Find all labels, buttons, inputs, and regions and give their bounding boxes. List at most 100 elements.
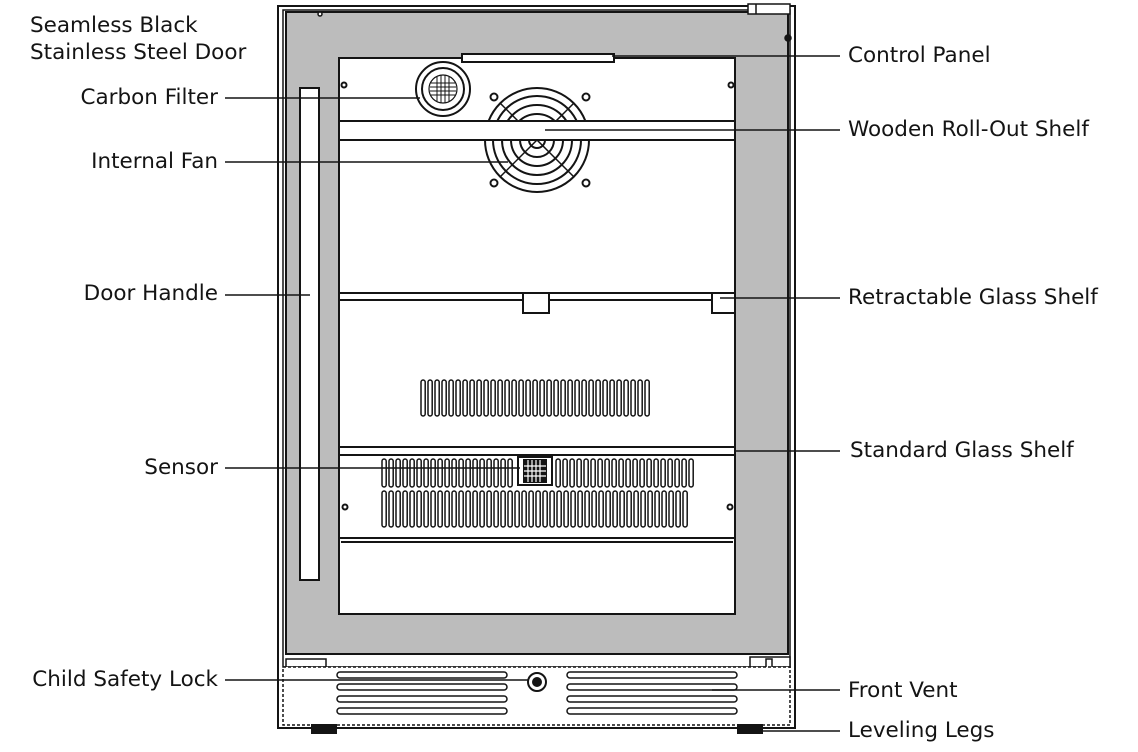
callout-internal-fan-text: Internal Fan bbox=[91, 149, 218, 174]
rear-vent-slot bbox=[668, 490, 674, 528]
rear-vent-slot bbox=[595, 379, 601, 417]
callout-retractable-shelf-text: Retractable Glass Shelf bbox=[848, 285, 1098, 310]
rear-vent-slot bbox=[570, 490, 576, 528]
rear-vent-slot bbox=[640, 490, 646, 528]
rear-vent-slot bbox=[626, 490, 632, 528]
leveling-leg-right bbox=[737, 724, 763, 734]
rear-vent-slot bbox=[625, 458, 631, 488]
callout-sensor-text: Sensor bbox=[144, 455, 218, 480]
callout-front-vent-text: Front Vent bbox=[848, 678, 958, 703]
rear-vent-slot bbox=[605, 490, 611, 528]
rear-vent-slot bbox=[681, 458, 687, 488]
rear-vent-slot bbox=[423, 458, 429, 488]
rear-vent-slot bbox=[560, 379, 566, 417]
rear-vent-slot bbox=[549, 490, 555, 528]
callout-door-line2: Stainless Steel Door bbox=[30, 40, 247, 65]
rear-vent-slot bbox=[420, 379, 426, 417]
rear-vent-slot bbox=[602, 379, 608, 417]
rear-vent-slot bbox=[660, 458, 666, 488]
front-vent-slot bbox=[336, 683, 508, 691]
rear-vent-slot bbox=[472, 490, 478, 528]
rear-vent-slots bbox=[381, 379, 694, 528]
callout-door: Seamless Black Stainless Steel Door bbox=[30, 12, 246, 66]
leader-lines bbox=[225, 55, 840, 732]
rear-vent-slot bbox=[583, 458, 589, 488]
rear-vent-slot bbox=[532, 379, 538, 417]
top-hinge bbox=[317, 3, 792, 42]
rear-vent-slot bbox=[611, 458, 617, 488]
front-vent-slot bbox=[336, 671, 508, 679]
rear-vent-slot bbox=[597, 458, 603, 488]
rear-vent-slot bbox=[500, 490, 506, 528]
rear-vent-slot bbox=[465, 490, 471, 528]
rear-vent-slot bbox=[395, 490, 401, 528]
rear-vent-slot bbox=[507, 490, 513, 528]
rear-vent-slot bbox=[535, 490, 541, 528]
callout-internal-fan: Internal Fan bbox=[91, 148, 218, 175]
rear-vent-slot bbox=[682, 490, 688, 528]
rear-vent-slot bbox=[402, 490, 408, 528]
callout-child-safety-lock-text: Child Safety Lock bbox=[32, 667, 218, 692]
rear-vent-slot bbox=[500, 458, 506, 488]
rear-vent-slot bbox=[609, 379, 615, 417]
rear-vent-slot bbox=[444, 458, 450, 488]
rear-vent-slot bbox=[451, 490, 457, 528]
rear-vent-slot bbox=[604, 458, 610, 488]
rear-vent-slot bbox=[395, 458, 401, 488]
rear-vent-slot bbox=[430, 458, 436, 488]
rear-vent-slot bbox=[588, 379, 594, 417]
rear-vent-slot bbox=[654, 490, 660, 528]
rear-vent-slot bbox=[639, 458, 645, 488]
callout-standard-shelf-text: Standard Glass Shelf bbox=[850, 438, 1074, 463]
rear-vent-slot bbox=[479, 490, 485, 528]
rear-vent-slot bbox=[388, 458, 394, 488]
rear-vent-slot bbox=[507, 458, 513, 488]
rear-vent-slot bbox=[618, 458, 624, 488]
callout-door-line1: Seamless Black bbox=[30, 13, 198, 38]
rear-vent-slot bbox=[646, 458, 652, 488]
callout-wooden-shelf-text: Wooden Roll-Out Shelf bbox=[848, 117, 1089, 142]
callout-retractable-shelf: Retractable Glass Shelf bbox=[848, 284, 1098, 311]
rear-vent-slot bbox=[486, 458, 492, 488]
rear-vent-slot bbox=[574, 379, 580, 417]
control-panel bbox=[461, 53, 615, 63]
rear-vent-slot bbox=[590, 458, 596, 488]
rear-vent-slot bbox=[653, 458, 659, 488]
rear-vent-slot bbox=[555, 458, 561, 488]
rear-vent-slot bbox=[546, 379, 552, 417]
rear-vent-slot bbox=[619, 490, 625, 528]
rear-vent-slot bbox=[556, 490, 562, 528]
standard-glass-shelf bbox=[338, 446, 736, 456]
rear-vent-slot bbox=[472, 458, 478, 488]
leveling-leg-left bbox=[311, 724, 337, 734]
rear-vent-slot bbox=[569, 458, 575, 488]
rear-vent-slot bbox=[381, 458, 387, 488]
rear-vent-slot bbox=[518, 379, 524, 417]
rear-vent-slot bbox=[630, 379, 636, 417]
rear-vent-slot bbox=[562, 458, 568, 488]
rear-vent-slot bbox=[553, 379, 559, 417]
rear-vent-slot bbox=[514, 490, 520, 528]
rear-vent-slot bbox=[423, 490, 429, 528]
rear-vent-slot bbox=[674, 458, 680, 488]
rear-vent-slot bbox=[465, 458, 471, 488]
rear-vent-slot bbox=[567, 379, 573, 417]
rear-vent-slot bbox=[458, 490, 464, 528]
rear-vent-slot bbox=[444, 490, 450, 528]
rear-vent-slot bbox=[633, 490, 639, 528]
rear-vent-slot bbox=[576, 458, 582, 488]
rear-vent-slot bbox=[584, 490, 590, 528]
rear-vent-slot bbox=[476, 379, 482, 417]
callout-standard-shelf: Standard Glass Shelf bbox=[850, 437, 1074, 464]
rear-vent-slot bbox=[563, 490, 569, 528]
rear-vent-slot bbox=[581, 379, 587, 417]
rear-vent-slot bbox=[483, 379, 489, 417]
door-handle bbox=[299, 87, 320, 581]
rear-vent-slot bbox=[409, 490, 415, 528]
callout-control-panel: Control Panel bbox=[848, 42, 991, 69]
rear-vent-slot bbox=[667, 458, 673, 488]
front-vent-slot bbox=[566, 707, 738, 715]
front-vent-slot bbox=[566, 683, 738, 691]
filter-mesh bbox=[430, 75, 456, 103]
